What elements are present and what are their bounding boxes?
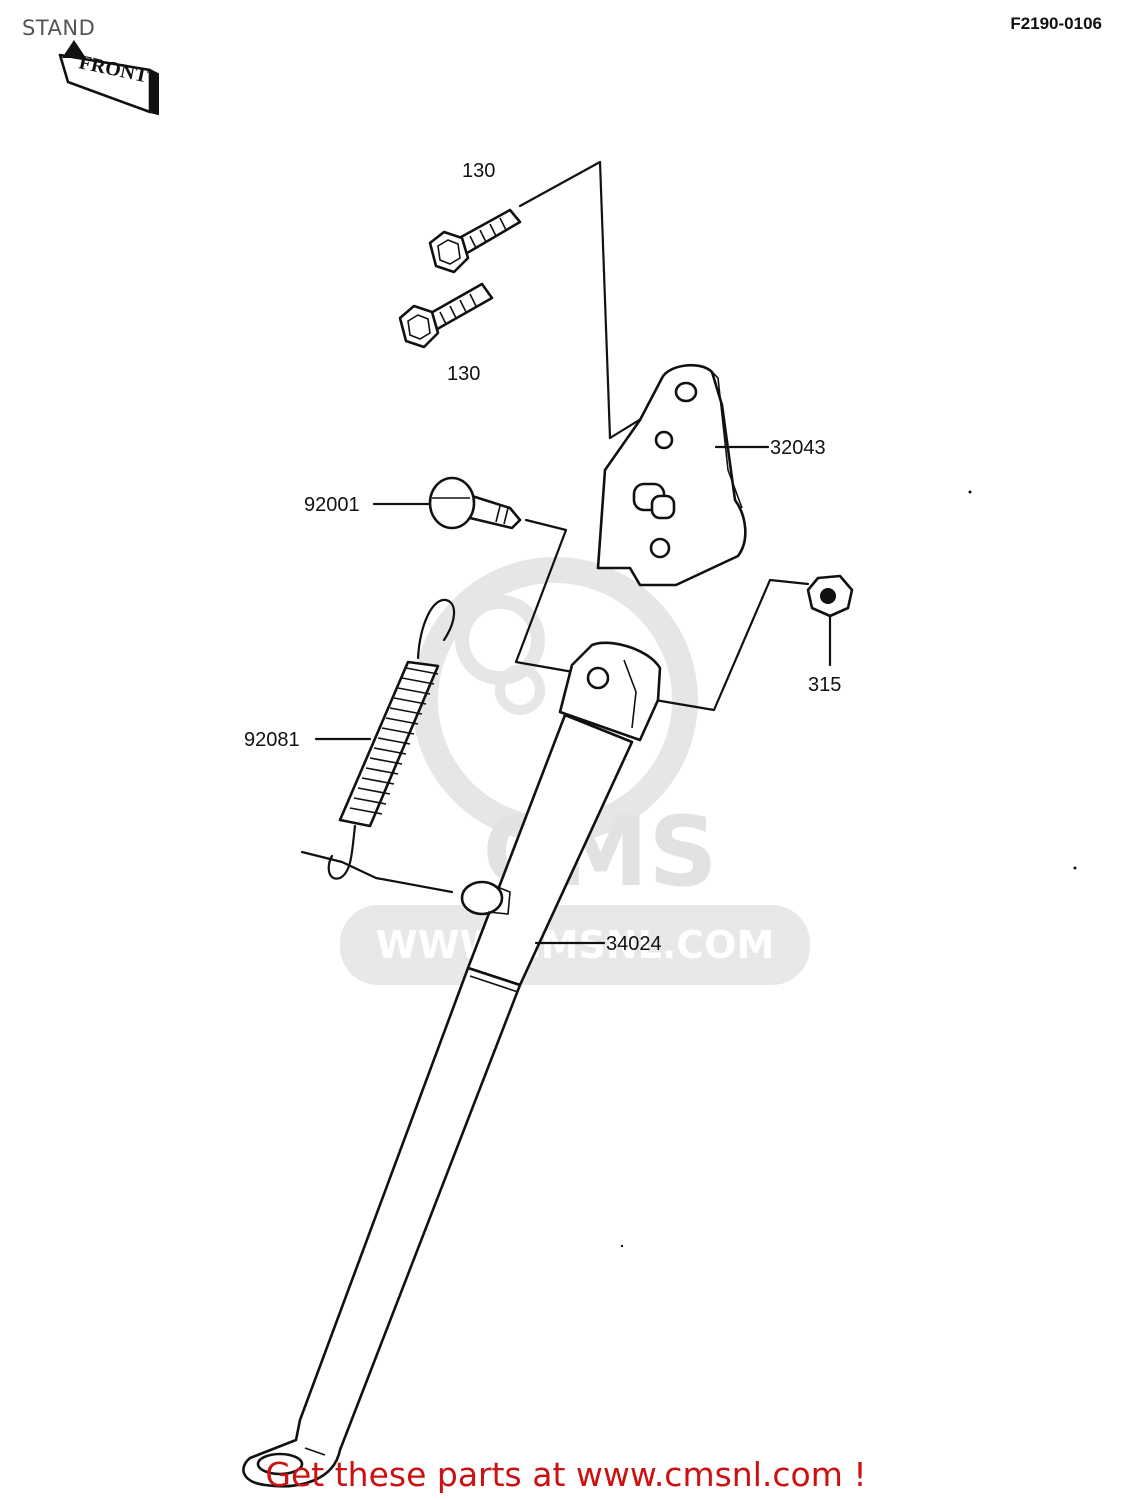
callout-bolt-lower: 130 <box>447 363 480 385</box>
nut <box>806 574 854 618</box>
callout-side-stand: 34024 <box>606 933 662 955</box>
side-stand <box>242 641 662 1488</box>
pivot-bolt <box>428 476 522 530</box>
diagram-code: F2190-0106 <box>1010 14 1102 33</box>
callout-bracket: 32043 <box>770 437 826 459</box>
callout-bolt-upper: 130 <box>462 160 495 182</box>
page-title: STAND <box>22 16 96 40</box>
callout-pivot-bolt: 92001 <box>304 494 360 516</box>
callout-nut: 315 <box>808 674 841 696</box>
spring <box>327 598 456 880</box>
bolt-upper <box>428 208 522 274</box>
footer-text: Get these parts at www.cmsnl.com ! <box>265 1455 867 1494</box>
watermark-url: WWW.CMSNL.COM <box>376 923 775 967</box>
front-indicator: FRONT <box>58 40 159 116</box>
bracket <box>596 363 747 587</box>
callout-spring: 92081 <box>244 729 300 751</box>
bolt-lower <box>398 282 494 349</box>
